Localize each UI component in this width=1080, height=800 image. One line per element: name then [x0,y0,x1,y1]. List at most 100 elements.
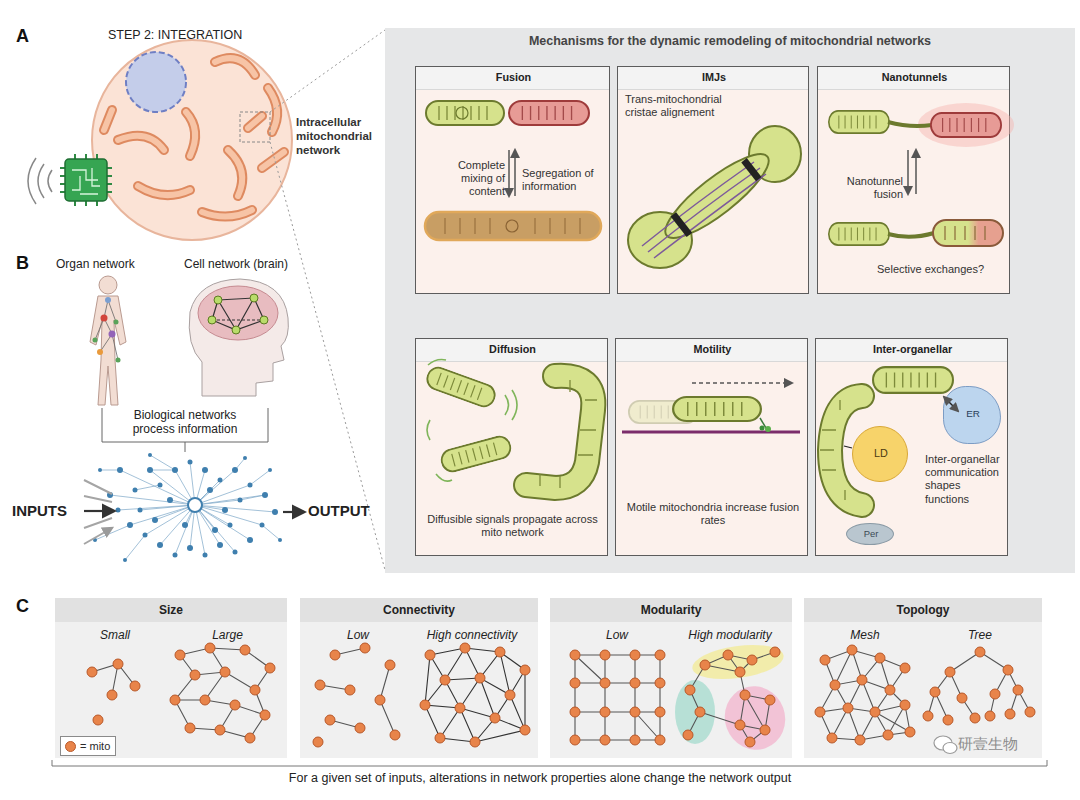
information-network [172,467,178,473]
annotation: Selective exchanges? [877,263,1007,276]
connectivity-graphs [385,660,395,670]
motility-illustration [760,426,765,431]
bottom-bracket [52,760,1047,766]
modularity-graphs [575,655,660,740]
legend-text: = mito [80,740,110,752]
box-title: Diffusion [416,343,609,356]
panel-title: Connectivity [300,603,538,617]
cell-illustration [104,58,284,216]
panel-letter: C [16,596,46,618]
brain-cell-network [208,316,216,324]
modularity-graphs [655,650,665,660]
diffusion-illustration [540,380,597,488]
peroxisome: Per [846,523,894,545]
connectivity-panel: ConnectivityLowHigh connectivity [300,598,538,758]
connectivity-graphs [313,737,323,747]
information-network [243,456,247,460]
circuit-chip [60,154,112,206]
subtitle: Low [318,628,398,642]
subtitle: Organ network [56,257,176,271]
diffusion-illustration [439,434,513,474]
organelle-label: LD [853,447,909,460]
modularity-graphs [685,685,695,695]
nanotunnel-illustration [931,113,1001,137]
modularity-graphs [570,640,794,759]
nanotunnel-illustration [829,111,889,133]
topology-graphs [820,655,830,665]
fusion-illustration [425,101,601,240]
nanotunnel-illustration [918,103,1014,147]
modularity-graphs [690,640,786,684]
topology-graphs [975,647,985,657]
imj-illustration [642,162,766,258]
size-graphs [260,710,270,720]
modularity-graphs [683,730,693,740]
topology-graphs [928,652,1030,720]
topology-graphs [900,700,910,710]
human-organ-network [90,296,126,405]
human-organ-network [97,349,103,355]
topology-graphs [827,733,837,743]
size-graphs [87,643,275,743]
modularity-graphs [700,660,710,670]
watermark-icon [943,743,957,754]
information-network [133,488,138,493]
modularity-graphs [735,720,745,730]
bracket [102,408,268,452]
information-network [147,467,153,473]
size-graphs [175,648,270,738]
cell-illustration [126,52,186,112]
size-graphs [87,643,275,743]
interorganellar-illustration [830,396,862,505]
information-network [93,453,282,562]
human-organ-network [95,300,118,360]
nanotunnel-illustration [907,150,909,194]
panel-letter: A [16,26,46,48]
imj-illustration [741,158,761,181]
cell-illustration [240,112,270,142]
information-network [182,522,188,528]
information-network [152,517,158,523]
motility-illustration [622,383,800,432]
interorganellar-illustration [820,400,845,500]
diffusion-illustration [424,360,597,488]
modularity-graphs [760,725,770,735]
panel-title: Modularity [550,603,792,617]
size-graphs [130,681,140,691]
size-graphs [170,695,180,705]
circuit-chip [28,158,52,204]
connectivity-graphs [313,643,530,747]
brain-cell-network [250,294,258,302]
connectivity-graphs [325,715,335,725]
human-organ-network [116,358,121,363]
information-network [117,467,123,473]
annotation: Trans-mitochondrial cristae alignement [625,93,743,119]
information-network [228,523,233,528]
connectivity-graphs [345,685,355,695]
size-graphs [175,650,185,660]
fusion-illustration [509,101,589,125]
fusion-illustration [426,101,504,125]
modularity-graphs [570,647,780,747]
nanotunnel-illustration [829,223,889,245]
size-graphs [87,667,97,677]
nanotunnel-illustration [915,150,917,194]
input-output-arrows [84,480,304,544]
modularity-graphs [630,735,640,745]
size-graphs [205,643,215,653]
watermark-icon [934,736,957,754]
brain-cell-network [260,316,268,324]
connectivity-graphs [425,648,525,742]
connectivity-graphs [360,643,370,653]
topology-graphs [930,687,940,697]
organelle-label: ER [944,408,1002,420]
information-network [143,533,148,538]
box-title: IMJs [618,71,810,84]
diffusion-illustration [427,360,517,482]
connectivity-graphs [390,730,400,740]
modularity-graphs [716,678,794,759]
information-network [188,460,193,465]
connectivity-graphs [490,713,500,723]
box-title: Inter-organellar [816,343,1009,356]
